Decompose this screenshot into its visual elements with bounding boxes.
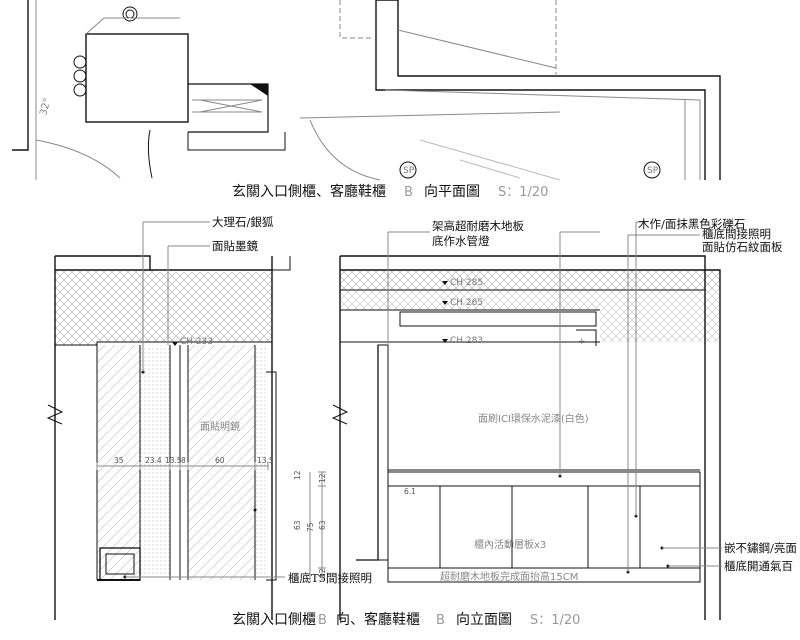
svg-text:23.4: 23.4 <box>145 456 162 465</box>
svg-text:CH 283: CH 283 <box>450 336 483 346</box>
right-floor-label: 超耐磨木地板完成面抬高15CM <box>440 570 578 583</box>
elev-title-mid: 向、客廳鞋櫃 <box>336 611 420 628</box>
plan-angle-text: 32° <box>38 97 53 117</box>
svg-text:8: 8 <box>181 456 186 465</box>
plan-title-text: 玄關入口側櫃、客廳鞋櫃 <box>232 183 386 200</box>
plan-title: 玄關入口側櫃、客廳鞋櫃 B 向平面圖 S：1/20 <box>232 183 548 200</box>
svg-text:12: 12 <box>293 470 302 480</box>
callout-t5-light: 櫃底T5間接照明 <box>288 571 372 585</box>
callout-ink-mirror: 面貼墨鏡 <box>212 239 258 253</box>
svg-text:35: 35 <box>114 456 124 465</box>
right-vertical-dims: 12 63 <box>318 473 327 530</box>
right-wall-label: 面刷ICI環保水泥漆(白色) <box>478 412 589 425</box>
left-callouts: 大理石/銀狐 面貼墨鏡 櫃底T5間接照明 <box>212 215 372 585</box>
right-callouts-left: 架高超耐磨木地板 底作水管燈 <box>432 219 524 248</box>
left-vertical-dims: 75 12 63 12 <box>293 470 327 578</box>
plan-scale: S：1/20 <box>498 185 548 200</box>
svg-text:75: 75 <box>306 522 315 532</box>
svg-text:13.5: 13.5 <box>257 456 274 465</box>
svg-text:60: 60 <box>215 456 225 465</box>
elev-scale: S：1/20 <box>530 613 580 628</box>
svg-text:12: 12 <box>318 473 327 483</box>
svg-text:CH 265: CH 265 <box>450 298 483 308</box>
svg-text:+: + <box>578 337 586 347</box>
elev-title-mark1: B <box>318 613 327 628</box>
svg-text:12: 12 <box>318 568 327 578</box>
plan-cabinet <box>85 33 189 123</box>
right-ch-markers: CH 285 CH 265 CH 283 <box>442 278 483 346</box>
plan-title-mark: B <box>404 185 413 200</box>
left-ch-marker: CH 233 <box>180 337 213 347</box>
svg-text:63: 63 <box>318 520 327 530</box>
callout-black-gravel: 木作/面抹黑色彩礫石 <box>638 217 745 231</box>
elev-title-view: 向立面圖 <box>456 612 512 628</box>
sp-marker-right: SP <box>643 161 661 179</box>
callout-raised-floor: 架高超耐磨木地板 <box>432 219 524 233</box>
svg-text:CH 285: CH 285 <box>450 278 483 288</box>
svg-text:SP: SP <box>403 166 415 176</box>
callout-pipe-light: 底作水管燈 <box>432 234 490 248</box>
svg-text:13.5: 13.5 <box>165 456 182 465</box>
callout-indirect-light: 櫃底間接照明 <box>702 227 771 241</box>
callout-stone-panel: 面貼仿石紋面板 <box>702 240 783 254</box>
svg-text:SP: SP <box>647 166 659 176</box>
svg-text:63: 63 <box>293 520 302 530</box>
elev-title-mark2: B <box>436 613 445 628</box>
sp-marker-left: SP <box>399 161 417 179</box>
left-horizontal-dims: 35 23.4 13.5 8 60 13.5 <box>114 456 274 465</box>
left-elevation: CH 233 面貼明鏡 35 23.4 13.5 8 60 13.5 大理石/銀… <box>46 215 372 620</box>
elevation-title: 玄關入口側櫃 B 向、客廳鞋櫃 B 向立面圖 S：1/20 <box>232 611 580 628</box>
right-callouts-right: 木作/面抹黑色彩礫石 櫃底間接照明 面貼仿石紋面板 嵌不鏽鋼/亮面 櫃底開通氣百 <box>638 217 797 573</box>
right-shelf-label: 櫃內活動層板x3 <box>474 538 546 551</box>
right-elevation: + CH 285 CH 265 CH 283 面刷ICI環保水泥漆(白色) 6.… <box>293 217 797 620</box>
elev-title-text: 玄關入口側櫃 <box>232 611 316 628</box>
callout-marble: 大理石/銀狐 <box>212 215 274 229</box>
plan-view: 32° SP SP <box>12 0 721 181</box>
left-mirror-label: 面貼明鏡 <box>200 420 240 433</box>
plan-title-view: 向平面圖 <box>424 184 480 200</box>
right-small-dim: 6.1 <box>404 487 416 496</box>
callout-vent: 櫃底開通氣百 <box>724 559 793 573</box>
callout-stainless: 嵌不鏽鋼/亮面 <box>724 541 797 555</box>
